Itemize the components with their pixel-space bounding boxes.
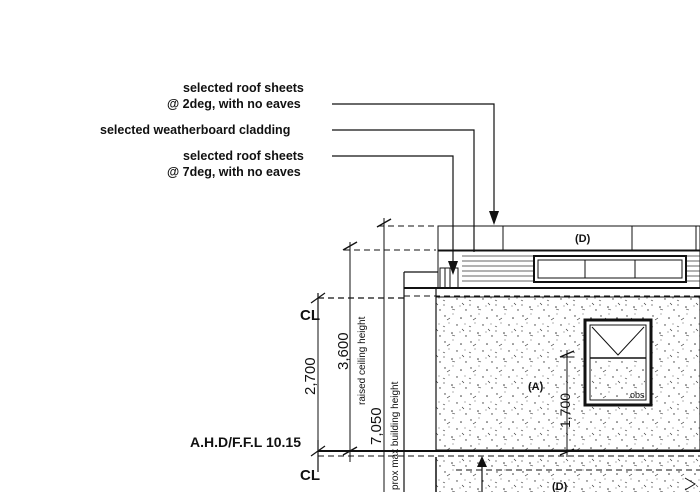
raised-ceiling-value: 3,600 (335, 332, 352, 370)
leader-cladding (332, 129, 475, 252)
roof-fascia (437, 225, 700, 251)
ceiling-level-label: CL (300, 307, 320, 324)
roof-material-tag: (D) (575, 233, 591, 245)
window (583, 318, 653, 407)
leader-roof-7deg-arrow (448, 261, 458, 275)
window-sill-value: 1,700 (557, 393, 573, 428)
floor-arrow (477, 456, 487, 492)
ceiling-height-value: 2,700 (302, 357, 319, 395)
window-type-tag: obs (630, 390, 645, 400)
highlight-window (533, 255, 687, 283)
ceiling-level-label-lower: CL (300, 467, 320, 484)
note-roof-2deg-line1: selected roof sheets (183, 81, 304, 95)
max-height-value: 7,050 (368, 407, 385, 445)
note-roof-2deg-line2: @ 2deg, with no eaves (167, 97, 301, 111)
max-height-dimension (376, 218, 438, 492)
raised-ceiling-caption: raised ceiling height (357, 316, 368, 405)
ahd-level-label: A.H.D/F.F.L 10.15 (190, 434, 301, 450)
note-roof-7deg-line1: selected roof sheets (183, 149, 304, 163)
note-cladding: selected weatherboard cladding (100, 123, 290, 137)
ceiling-level-marker (310, 292, 404, 320)
max-height-caption: prox max building height (390, 381, 401, 490)
note-roof-7deg-line2: @ 7deg, with no eaves (167, 165, 301, 179)
leader-roof-2deg-arrow (489, 211, 499, 225)
lower-material-tag: (D) (552, 481, 568, 492)
leader-roof-2deg (332, 103, 495, 212)
wall-material-tag: (A) (528, 381, 544, 393)
leader-roof-7deg (332, 155, 454, 262)
raised-ceiling-dimension (342, 241, 436, 462)
lower-wall (435, 457, 700, 492)
